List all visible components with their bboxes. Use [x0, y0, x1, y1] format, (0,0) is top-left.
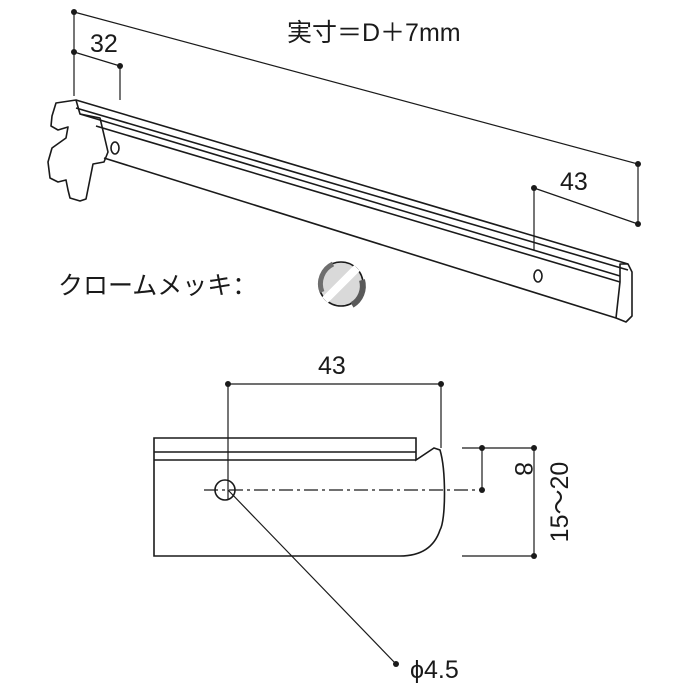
dim-end-line	[533, 187, 639, 225]
height-dim-label: 43	[560, 168, 588, 196]
side-dimension-lines	[204, 383, 535, 665]
bracket-tip	[615, 263, 633, 323]
bracket-rail-face	[95, 125, 621, 283]
side-dimension-dots	[225, 381, 537, 667]
hole-offset-dim-label: 8	[509, 462, 537, 476]
bracket-body-bottom	[103, 157, 617, 319]
hole-diameter-label: ϕ4.5	[410, 656, 459, 684]
height-range-dim-label: 15〜20	[546, 462, 574, 543]
bracket-rail-top	[75, 99, 629, 265]
hole-leader	[227, 489, 397, 665]
chrome-swatch	[317, 261, 366, 308]
bracket-rail-upper	[75, 107, 629, 271]
bracket-hole-far	[533, 269, 543, 283]
side-width-dim-label: 43	[318, 352, 346, 380]
bracket-rail-lip	[79, 113, 621, 277]
hook-dim-label: 32	[90, 30, 118, 58]
bracket-hole-near	[110, 141, 120, 155]
finish-label: クロームメッキ：	[58, 272, 257, 300]
top-dimension-dots	[71, 9, 641, 227]
side-view-body	[153, 437, 446, 557]
dim-hook-line	[73, 51, 121, 67]
bracket-perspective	[47, 99, 633, 323]
side-view-outline	[153, 437, 446, 557]
bracket-hook-end	[47, 99, 109, 202]
length-formula-label: 実寸＝D＋7mm	[287, 19, 461, 47]
dim-length-line	[73, 11, 639, 165]
top-dimension-lines	[73, 11, 639, 250]
